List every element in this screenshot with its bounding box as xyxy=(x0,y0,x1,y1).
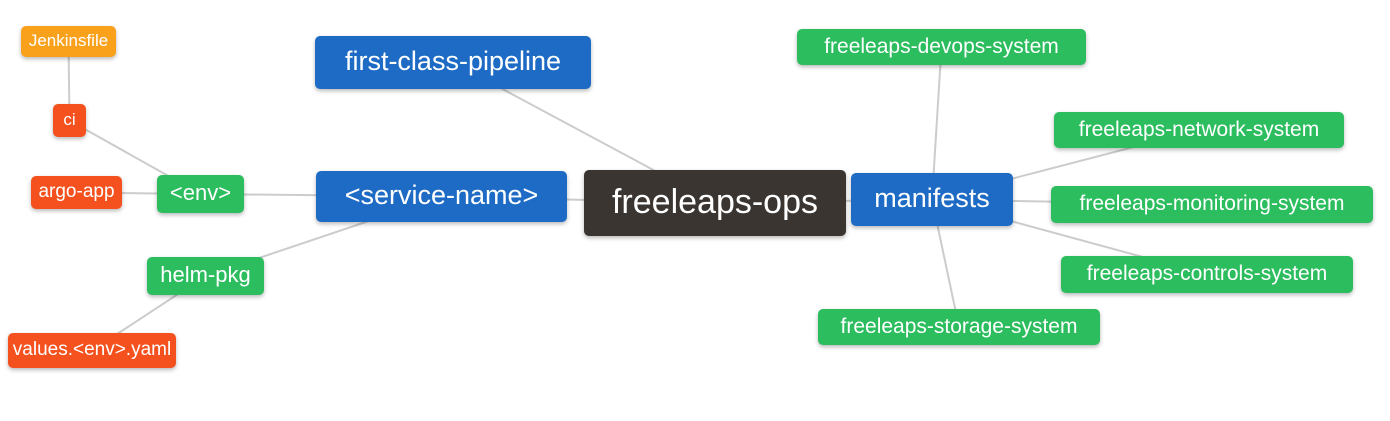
node-freeleaps-controls-system[interactable]: freeleaps-controls-system xyxy=(1061,256,1353,293)
node-ci[interactable]: ci xyxy=(53,104,86,137)
node-label: helm-pkg xyxy=(160,262,251,287)
node-values-env-yaml[interactable]: values.<env>.yaml xyxy=(8,333,176,368)
node-label: freeleaps-storage-system xyxy=(840,314,1078,338)
node-manifests[interactable]: manifests xyxy=(851,173,1013,226)
node-label: freeleaps-ops xyxy=(611,183,818,221)
node-freeleaps-network-system[interactable]: freeleaps-network-system xyxy=(1054,112,1344,148)
node-helm-pkg[interactable]: helm-pkg xyxy=(147,257,264,295)
node-service-name[interactable]: <service-name> xyxy=(316,171,567,222)
node-label: ci xyxy=(63,110,76,129)
node-freeleaps-devops-system[interactable]: freeleaps-devops-system xyxy=(797,29,1086,65)
node-argo-app[interactable]: argo-app xyxy=(31,176,122,209)
node-jenkinsfile[interactable]: Jenkinsfile xyxy=(21,26,116,57)
node-label: <service-name> xyxy=(344,180,539,210)
node-label: freeleaps-monitoring-system xyxy=(1079,192,1345,215)
node-label: freeleaps-controls-system xyxy=(1086,262,1328,285)
node-label: Jenkinsfile xyxy=(28,31,109,50)
node-freeleaps-ops[interactable]: freeleaps-ops xyxy=(584,170,846,236)
node-freeleaps-storage-system[interactable]: freeleaps-storage-system xyxy=(818,309,1100,345)
node-label: freeleaps-network-system xyxy=(1078,117,1320,141)
node-first-class-pipeline[interactable]: first-class-pipeline xyxy=(315,36,591,89)
node-label: values.<env>.yaml xyxy=(12,339,172,360)
node-label: argo-app xyxy=(38,181,115,202)
node-label: first-class-pipeline xyxy=(344,46,562,76)
node-label: <env> xyxy=(169,180,232,205)
node-freeleaps-monitoring-system[interactable]: freeleaps-monitoring-system xyxy=(1051,186,1373,223)
node-label: manifests xyxy=(874,183,990,213)
node-label: freeleaps-devops-system xyxy=(824,34,1059,58)
node-env[interactable]: <env> xyxy=(157,175,244,213)
